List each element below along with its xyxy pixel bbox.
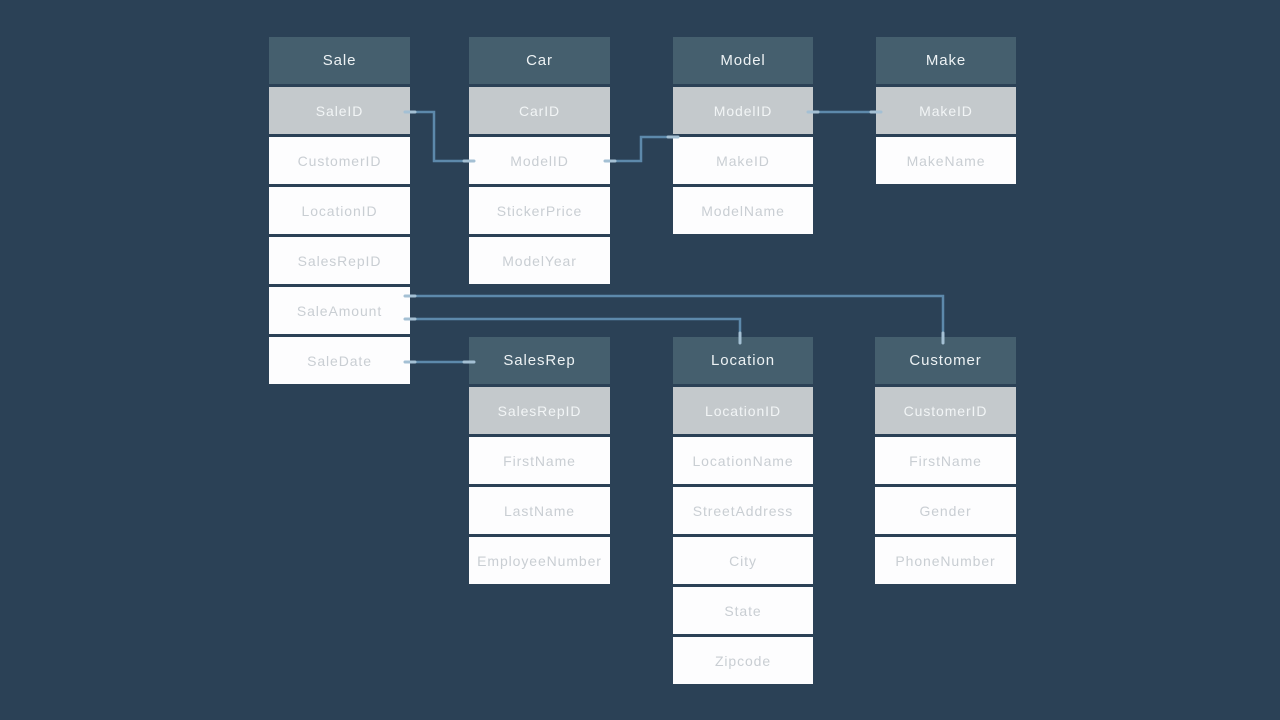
field-row-saledate: SaleDate: [269, 337, 410, 384]
key-field-row-locationid: LocationID: [673, 387, 813, 434]
field-row-firstname: FirstName: [469, 437, 610, 484]
table-title-salesrep: SalesRep: [469, 337, 610, 384]
relation-sale-to-location: [410, 317, 742, 338]
field-row-state: State: [673, 587, 813, 634]
table-title-car: Car: [469, 37, 610, 84]
table-title-location: Location: [673, 337, 813, 384]
field-row-firstname: FirstName: [875, 437, 1016, 484]
field-row-phonenumber: PhoneNumber: [875, 537, 1016, 584]
table-title-model: Model: [673, 37, 813, 84]
field-row-makeid: MakeID: [673, 137, 813, 184]
relation-sale-saleid-to-car-modelid: [410, 110, 469, 163]
table-title-sale: Sale: [269, 37, 410, 84]
key-field-row-saleid: SaleID: [269, 87, 410, 134]
field-row-modelid: ModelID: [469, 137, 610, 184]
field-row-employeenumber: EmployeeNumber: [469, 537, 610, 584]
field-row-gender: Gender: [875, 487, 1016, 534]
table-title-customer: Customer: [875, 337, 1016, 384]
field-row-saleamount: SaleAmount: [269, 287, 410, 334]
field-row-modelname: ModelName: [673, 187, 813, 234]
field-row-stickerprice: StickerPrice: [469, 187, 610, 234]
field-row-customerid: CustomerID: [269, 137, 410, 184]
field-row-salesrepid: SalesRepID: [269, 237, 410, 284]
field-row-city: City: [673, 537, 813, 584]
table-title-make: Make: [876, 37, 1016, 84]
key-field-row-salesrepid: SalesRepID: [469, 387, 610, 434]
field-row-modelyear: ModelYear: [469, 237, 610, 284]
key-field-row-modelid: ModelID: [673, 87, 813, 134]
field-row-locationname: LocationName: [673, 437, 813, 484]
field-row-lastname: LastName: [469, 487, 610, 534]
key-field-row-makeid: MakeID: [876, 87, 1016, 134]
field-row-streetaddress: StreetAddress: [673, 487, 813, 534]
field-row-makename: MakeName: [876, 137, 1016, 184]
relation-sale-to-customer: [410, 294, 945, 338]
key-field-row-customerid: CustomerID: [875, 387, 1016, 434]
relation-car-modelid-to-model: [610, 135, 673, 163]
key-field-row-carid: CarID: [469, 87, 610, 134]
field-row-zipcode: Zipcode: [673, 637, 813, 684]
field-row-locationid: LocationID: [269, 187, 410, 234]
